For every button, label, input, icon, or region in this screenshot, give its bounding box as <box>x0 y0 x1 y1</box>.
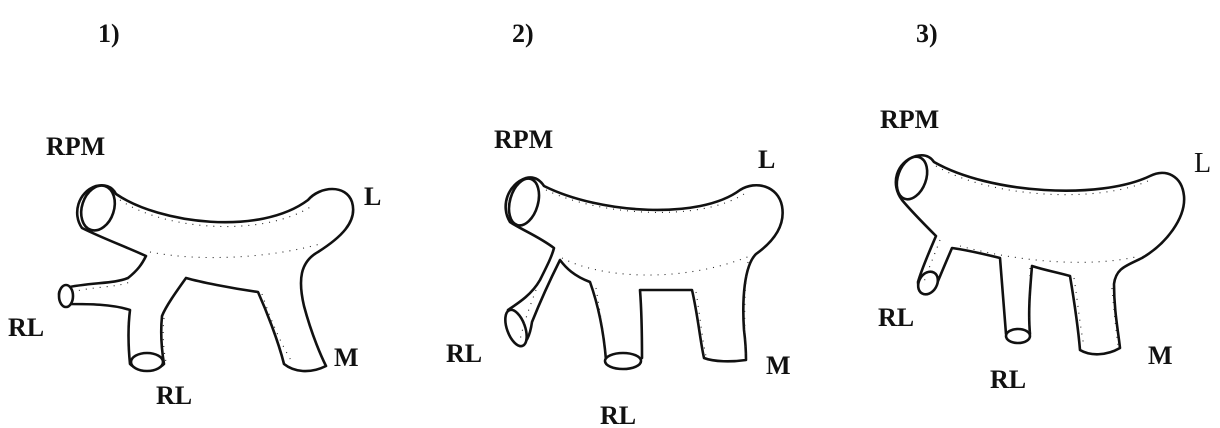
panel-1-number: 1) <box>98 19 120 48</box>
panel-1-label-l: L <box>364 182 381 211</box>
panel-3-label-rl-a: RL <box>878 303 914 332</box>
panel-1-label-rpm: RPM <box>46 132 105 161</box>
panel-2-number: 2) <box>512 19 534 48</box>
panel-2-label-m: M <box>766 351 791 380</box>
panel-2-label-rpm: RPM <box>494 125 553 154</box>
panel-1-label-rl-b: RL <box>156 381 192 410</box>
panel-3-label-rl-b: RL <box>990 365 1026 394</box>
panel-1-rl-opening-b <box>131 353 163 371</box>
panel-2-label-rl-a: RL <box>446 339 482 368</box>
panel-2-label-rl-b: RL <box>600 401 636 428</box>
panel-2: 2) RPM L RL RL M <box>446 19 791 428</box>
panel-3-rl-opening-b <box>1006 329 1030 343</box>
panel-3-number: 3) <box>916 19 938 48</box>
panel-3-vessel <box>896 155 1184 354</box>
panel-3-label-m: M <box>1148 341 1173 370</box>
panel-3-label-l: L <box>1194 148 1211 179</box>
panel-2-label-l: L <box>758 145 775 174</box>
panel-1-label-rl-a: RL <box>8 313 44 342</box>
panel-2-vessel <box>506 177 783 365</box>
panel-2-rl-opening-b <box>605 353 641 369</box>
panel-3-label-rpm: RPM <box>880 105 939 134</box>
panel-1: 1) RPM L RL RL M <box>8 19 381 410</box>
panel-3: 3) RPM L RL RL M <box>878 19 1211 394</box>
panel-1-rl-opening-a <box>59 285 73 307</box>
panel-1-label-m: M <box>334 343 359 372</box>
